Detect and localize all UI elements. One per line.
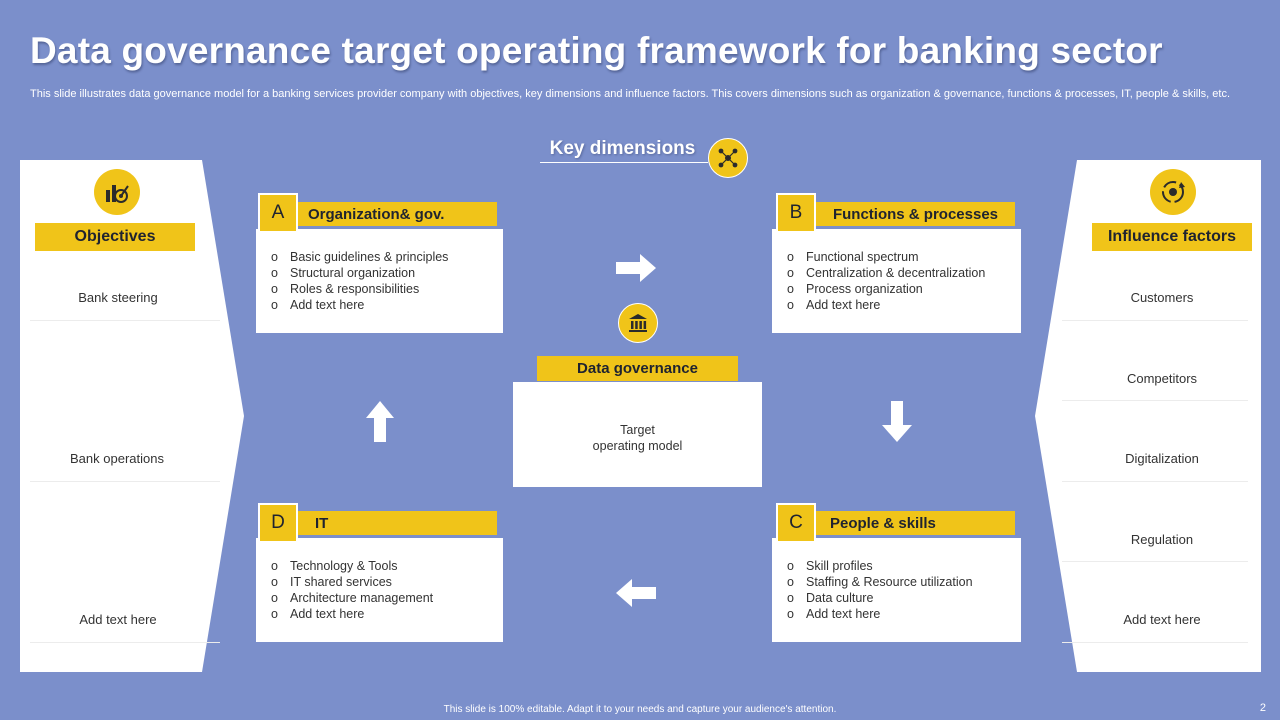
divider <box>1062 320 1248 321</box>
objectives-panel <box>20 160 244 672</box>
objectives-heading: Objectives <box>35 223 195 251</box>
influence-item: Add text here <box>1123 612 1201 627</box>
card-d-list: Technology & Tools IT shared services Ar… <box>256 538 503 622</box>
divider <box>1062 561 1248 562</box>
divider <box>1062 481 1248 482</box>
list-item: Centralization & decentralization <box>787 265 1021 281</box>
influence-item: Regulation <box>1130 532 1194 547</box>
divider <box>30 481 220 482</box>
card-d-title: IT <box>298 511 497 535</box>
list-item: Roles & responsibilities <box>271 281 503 297</box>
card-b-title: Functions & processes <box>816 202 1015 226</box>
card-b-list: Functional spectrum Centralization & dec… <box>772 229 1021 313</box>
center-box: Target operating model <box>513 382 762 487</box>
card-d-letter: D <box>258 503 298 543</box>
list-item: Architecture management <box>271 590 503 606</box>
objective-item: Bank steering <box>78 290 158 305</box>
divider <box>1062 400 1248 401</box>
list-item: Basic guidelines & principles <box>271 249 503 265</box>
list-item: Technology & Tools <box>271 558 503 574</box>
key-dimensions-label: Key dimensions <box>549 138 696 159</box>
card-organization: Basic guidelines & principles Structural… <box>256 229 503 333</box>
page-number: 2 <box>1259 702 1266 714</box>
center-line-1: Target <box>620 423 655 437</box>
influence-item: Digitalization <box>1125 451 1199 466</box>
list-item: Add text here <box>271 606 503 622</box>
list-item: Staffing & Resource utilization <box>787 574 1021 590</box>
arrow-right-icon <box>616 254 656 282</box>
card-b-letter: B <box>776 193 816 233</box>
card-c-title: People & skills <box>816 511 1015 535</box>
list-item: Structural organization <box>271 265 503 281</box>
objective-item: Bank operations <box>70 451 164 466</box>
influence-item: Competitors <box>1126 371 1198 386</box>
refresh-gear-icon <box>1150 169 1196 215</box>
card-functions: Functional spectrum Centralization & dec… <box>772 229 1021 333</box>
arrow-up-icon <box>366 401 394 442</box>
bank-building-icon <box>618 303 658 343</box>
list-item: Add text here <box>271 297 503 313</box>
arrow-left-icon <box>616 579 656 607</box>
card-c-list: Skill profiles Staffing & Resource utili… <box>772 538 1021 622</box>
footer-note: This slide is 100% editable. Adapt it to… <box>443 704 837 715</box>
card-c-letter: C <box>776 503 816 543</box>
slide-title: Data governance target operating framewo… <box>30 30 1163 71</box>
list-item: IT shared services <box>271 574 503 590</box>
list-item: Process organization <box>787 281 1021 297</box>
list-item: Functional spectrum <box>787 249 1021 265</box>
card-people: Skill profiles Staffing & Resource utili… <box>772 538 1021 642</box>
influence-heading: Influence factors <box>1092 223 1252 251</box>
list-item: Data culture <box>787 590 1021 606</box>
list-item: Add text here <box>787 297 1021 313</box>
center-heading: Data governance <box>537 356 738 381</box>
card-it: Technology & Tools IT shared services Ar… <box>256 538 503 642</box>
influence-panel <box>1035 160 1261 672</box>
influence-item: Customers <box>1130 290 1194 305</box>
list-item: Add text here <box>787 606 1021 622</box>
list-item: Skill profiles <box>787 558 1021 574</box>
card-a-title: Organization& gov. <box>298 202 497 226</box>
divider <box>30 320 220 321</box>
arrow-down-icon <box>882 401 912 442</box>
divider <box>30 642 220 643</box>
divider <box>1062 642 1248 643</box>
card-a-list: Basic guidelines & principles Structural… <box>256 229 503 313</box>
network-nodes-icon <box>708 138 748 178</box>
center-line-2: operating model <box>592 439 683 453</box>
card-a-letter: A <box>258 193 298 233</box>
key-dimensions-underline <box>540 162 708 163</box>
objective-item: Add text here <box>79 612 157 627</box>
target-chart-icon <box>94 169 140 215</box>
slide-subtitle: This slide illustrates data governance m… <box>30 88 1231 100</box>
